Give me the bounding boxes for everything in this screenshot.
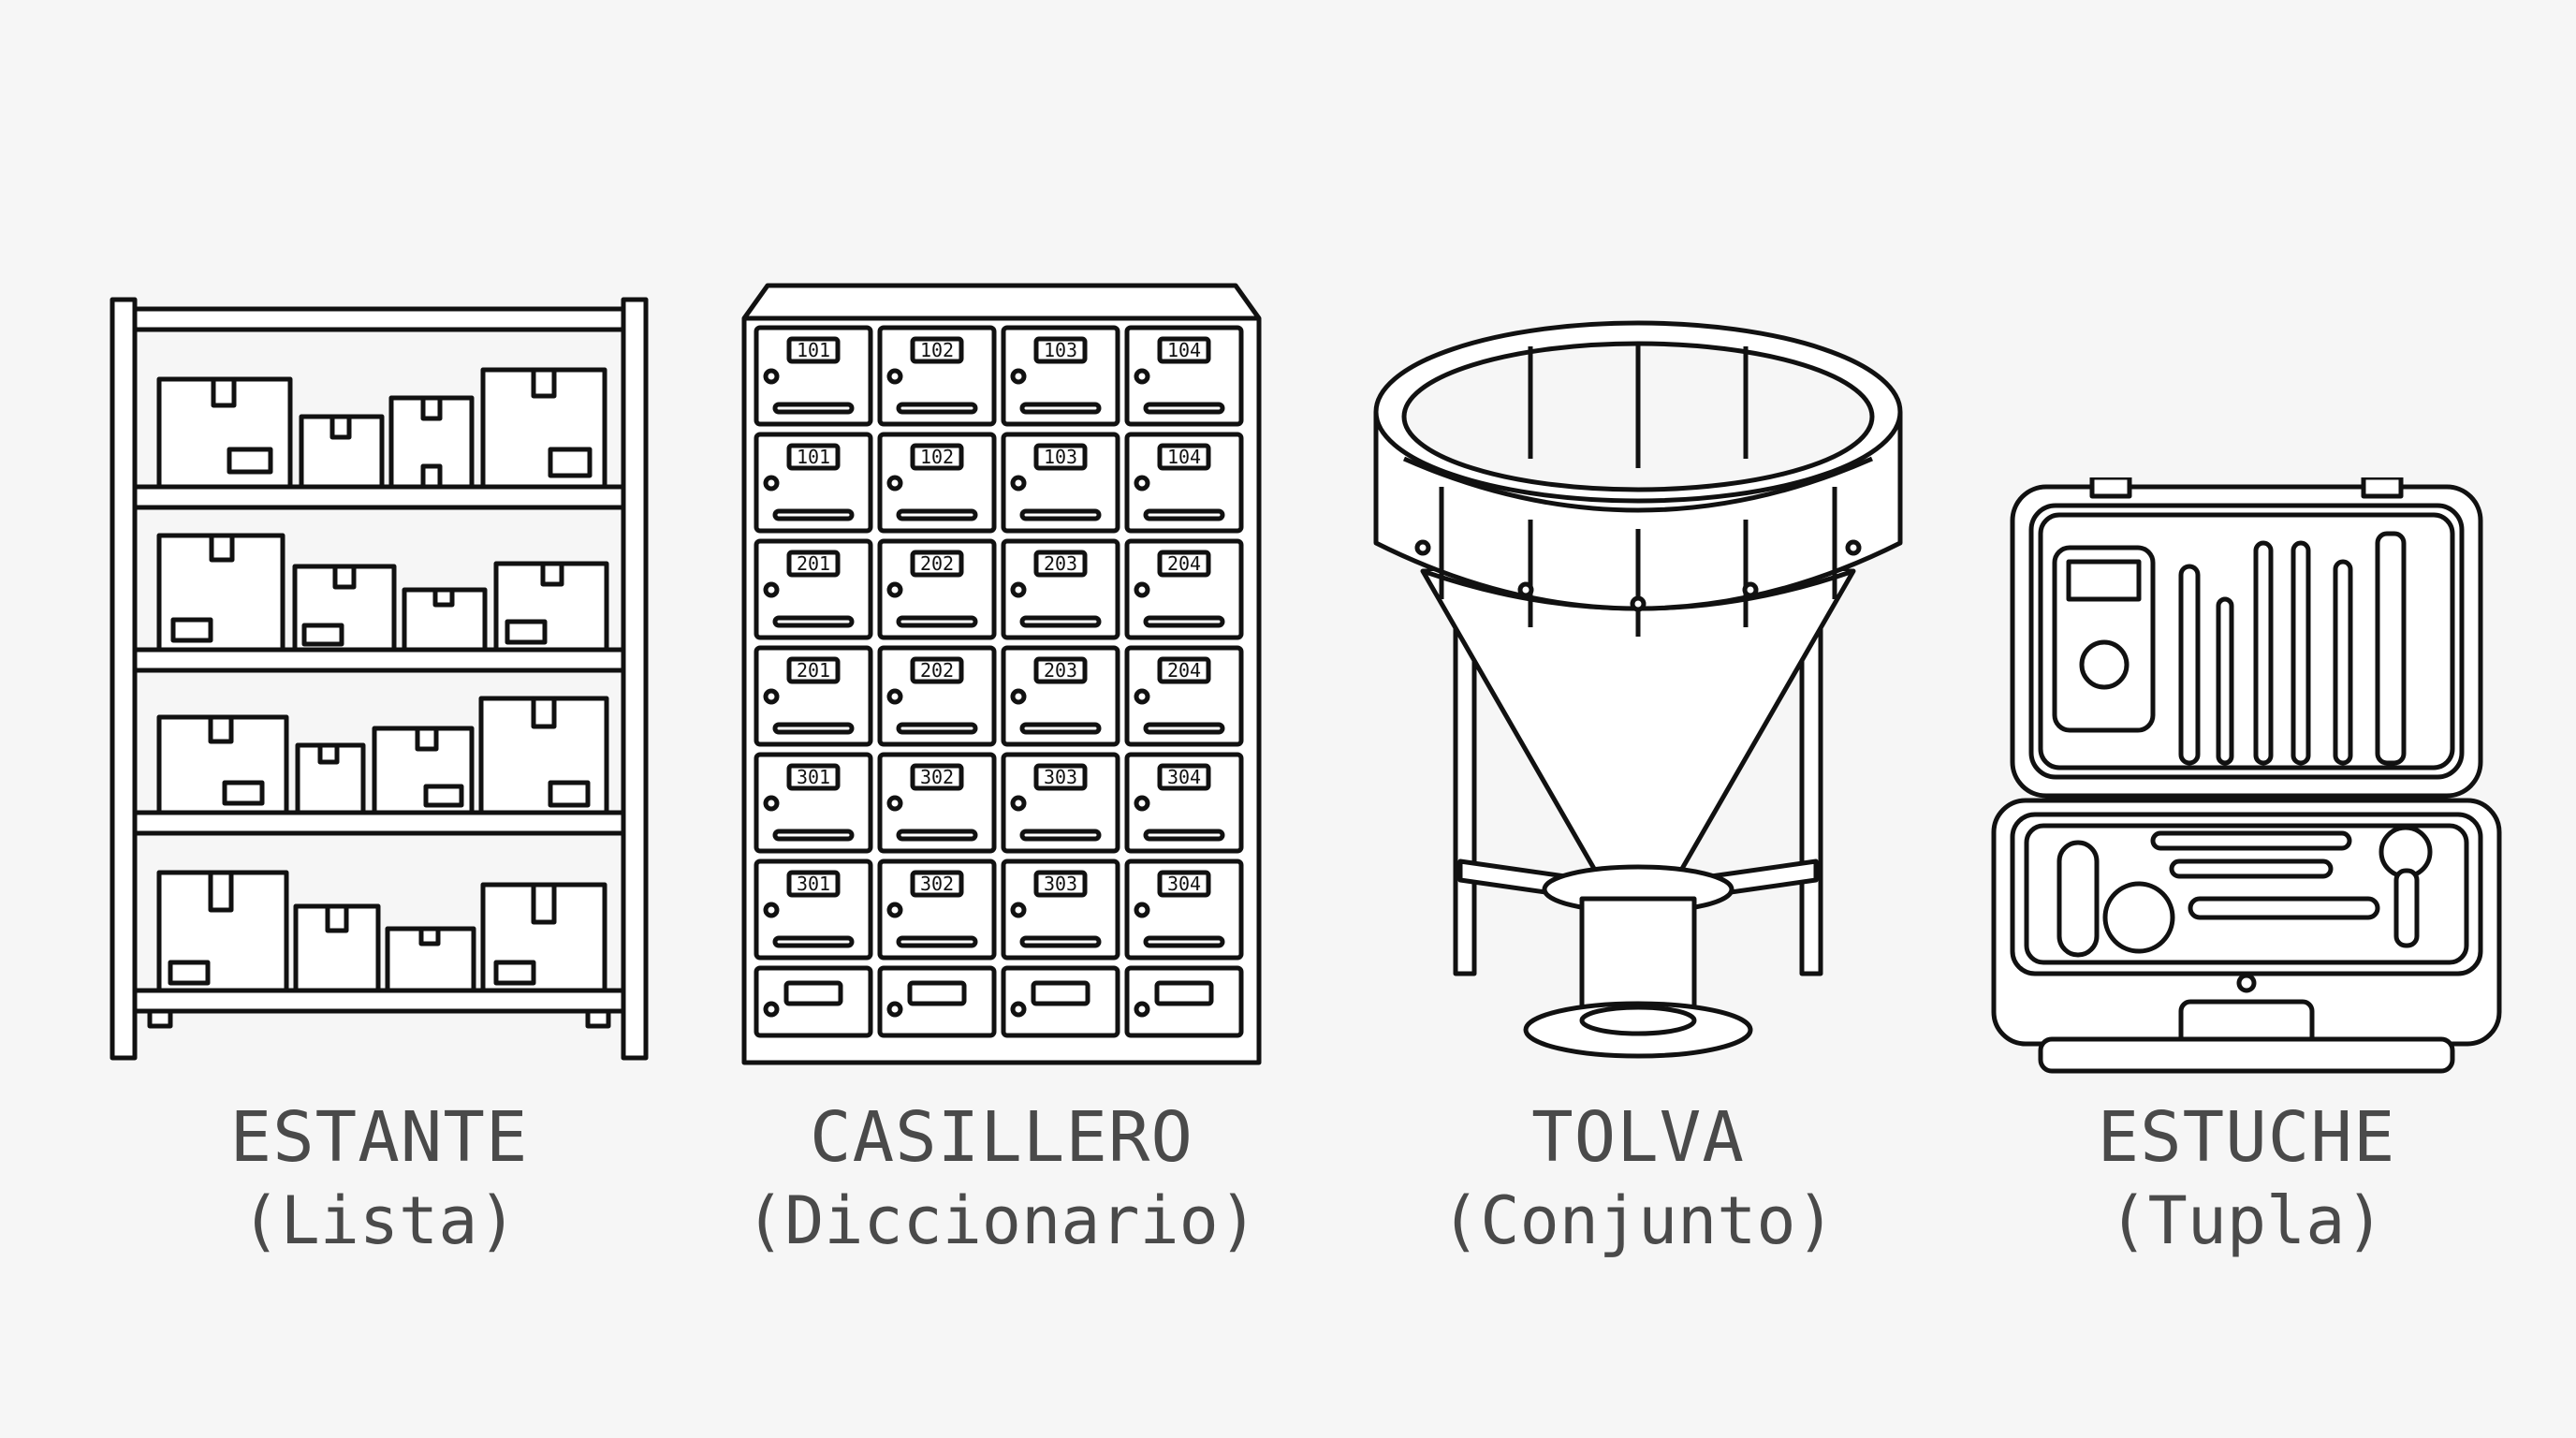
locker-door: 103	[1001, 432, 1120, 534]
title-tolva: TOLVA	[1531, 1097, 1745, 1178]
locker-number: 301	[797, 873, 830, 895]
subtitle-diccionario: (Diccionario)	[745, 1182, 1258, 1259]
locker-door: 301	[754, 858, 873, 961]
locker-door: 103	[1001, 325, 1120, 427]
locker-number: 202	[920, 552, 954, 575]
locker-number: 102	[920, 339, 954, 361]
subtitle-tupla: (Tupla)	[2108, 1182, 2385, 1259]
locker-door: 201	[754, 538, 873, 640]
locker-door: 204	[1124, 538, 1244, 640]
locker-door-bottom	[877, 965, 997, 1038]
locker-number: 203	[1044, 552, 1077, 575]
locker-door-bottom	[1124, 965, 1244, 1038]
locker-icon: 101 102 103 104 101 102 103 104 201 202 203 204 201 2…	[741, 283, 1262, 1065]
locker-number: 203	[1044, 659, 1077, 682]
locker-number: 204	[1167, 659, 1201, 682]
label-tolva: TOLVA (Conjunto)	[1264, 1095, 2012, 1262]
locker-door: 304	[1124, 752, 1244, 854]
locker-number: 202	[920, 659, 954, 682]
locker-number: 104	[1167, 446, 1201, 468]
label-estuche: ESTUCHE (Tupla)	[1872, 1095, 2576, 1262]
locker-door: 104	[1124, 432, 1244, 534]
locker-door-bottom	[1001, 965, 1120, 1038]
locker-door: 101	[754, 432, 873, 534]
locker-number: 301	[797, 766, 830, 788]
box-row-4	[156, 870, 607, 993]
locker-number: 304	[1167, 766, 1201, 788]
locker-door: 301	[754, 752, 873, 854]
locker-door: 302	[877, 858, 997, 961]
locker-door: 302	[877, 752, 997, 854]
locker-door: 304	[1124, 858, 1244, 961]
subtitle-lista: (Lista)	[241, 1182, 518, 1259]
label-casillero: CASILLERO (Diccionario)	[627, 1095, 1376, 1262]
locker-door: 202	[877, 645, 997, 747]
toolcase-icon	[1991, 477, 2502, 1074]
locker-number: 104	[1167, 339, 1201, 361]
locker-door: 303	[1001, 752, 1120, 854]
locker-door: 303	[1001, 858, 1120, 961]
box-row-2	[156, 533, 609, 653]
locker-door: 202	[877, 538, 997, 640]
box-row-3	[156, 696, 609, 815]
locker-number: 204	[1167, 552, 1201, 575]
box-row-1	[156, 367, 607, 490]
locker-door: 203	[1001, 538, 1120, 640]
label-estante: ESTANTE (Lista)	[5, 1095, 754, 1262]
locker-number: 303	[1044, 766, 1077, 788]
locker-number: 201	[797, 659, 830, 682]
locker-door: 203	[1001, 645, 1120, 747]
locker-number: 101	[797, 339, 830, 361]
locker-number: 201	[797, 552, 830, 575]
shelf-icon	[110, 297, 649, 1061]
locker-door: 104	[1124, 325, 1244, 427]
locker-number: 103	[1044, 339, 1077, 361]
locker-door: 101	[754, 325, 873, 427]
title-casillero: CASILLERO	[810, 1097, 1193, 1178]
title-estuche: ESTUCHE	[2097, 1097, 2396, 1178]
locker-number: 303	[1044, 873, 1077, 895]
locker-door-bottom	[754, 965, 873, 1038]
locker-number: 103	[1044, 446, 1077, 468]
subtitle-conjunto: (Conjunto)	[1441, 1182, 1836, 1259]
hopper-icon	[1373, 320, 1903, 1059]
locker-number: 302	[920, 873, 954, 895]
locker-number: 304	[1167, 873, 1201, 895]
locker-number: 101	[797, 446, 830, 468]
locker-door: 204	[1124, 645, 1244, 747]
locker-door: 102	[877, 432, 997, 534]
locker-door: 201	[754, 645, 873, 747]
locker-number: 102	[920, 446, 954, 468]
locker-number: 302	[920, 766, 954, 788]
title-estante: ESTANTE	[229, 1097, 529, 1178]
locker-door: 102	[877, 325, 997, 427]
